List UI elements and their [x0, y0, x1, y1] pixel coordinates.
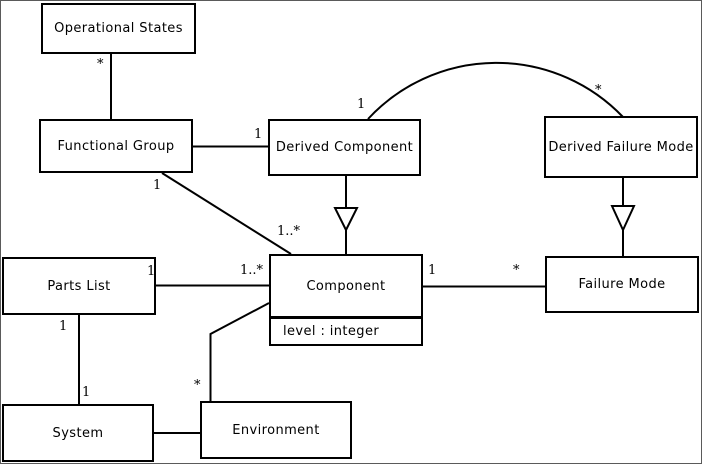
generalization-triangle-derivedfailuremode	[610, 205, 636, 233]
multiplicity-arc-star: *	[595, 83, 602, 98]
multiplicity-operationalstates-star: *	[97, 57, 104, 72]
multiplicity-functionalgroup-one: 1	[153, 178, 162, 193]
class-title-functional-group: Functional Group	[57, 138, 175, 154]
class-box-parts-list: Parts List	[2, 257, 156, 315]
class-box-environment: Environment	[200, 401, 352, 459]
class-box-failure-mode: Failure Mode	[545, 256, 699, 313]
class-title-environment: Environment	[232, 422, 320, 438]
multiplicity-environment-star: *	[194, 378, 201, 393]
multiplicity-functionalgroup-derivedcomponent-one: 1	[254, 127, 263, 142]
class-attribute-level: level : integer	[283, 324, 380, 339]
association-functionalgroup-component	[161, 172, 292, 255]
class-box-component: Component level : integer	[269, 254, 423, 346]
class-title-failure-mode: Failure Mode	[578, 277, 666, 292]
association-component-environment	[209, 302, 270, 401]
class-box-derived-failure-mode: Derived Failure Mode	[544, 116, 698, 178]
association-derivedcomponent-derivedfailuremode-arc	[367, 61, 624, 120]
generalization-triangle-derivedcomponent	[333, 207, 359, 233]
multiplicity-partslist-system-one-top: 1	[59, 319, 68, 334]
multiplicity-partslist-system-one-bottom: 1	[82, 385, 91, 400]
class-box-derived-component: Derived Component	[268, 119, 421, 176]
multiplicity-failuremode-star: *	[513, 263, 520, 278]
multiplicity-arc-one: 1	[357, 97, 366, 112]
class-title-component: Component	[271, 256, 421, 319]
multiplicity-partslist-component-many: 1..*	[240, 263, 264, 278]
multiplicity-component-one: 1	[428, 263, 437, 278]
class-box-functional-group: Functional Group	[39, 119, 193, 173]
multiplicity-partslist-one: 1	[147, 264, 156, 279]
class-box-system: System	[2, 404, 154, 462]
class-title-derived-failure-mode: Derived Failure Mode	[548, 139, 694, 155]
class-title-operational-states: Operational States	[54, 21, 183, 36]
class-title-derived-component: Derived Component	[275, 140, 414, 155]
class-title-system: System	[52, 425, 104, 441]
multiplicity-functionalgroup-component-many: 1..*	[277, 224, 301, 239]
class-title-parts-list: Parts List	[47, 278, 111, 294]
class-box-operational-states: Operational States	[41, 3, 196, 54]
